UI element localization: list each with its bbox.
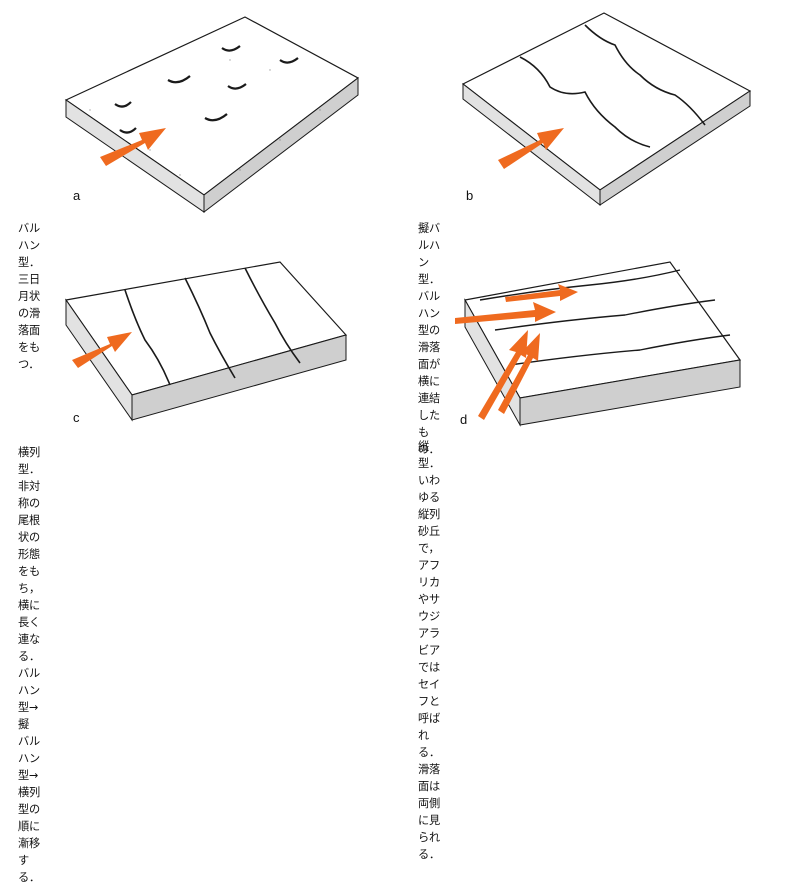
transverse-dune-diagram [64, 261, 348, 422]
panel-letter-c: c [73, 410, 80, 425]
caption-b: 擬バルハン型．バルハン型の滑落面が横に連結したもの． [418, 222, 440, 456]
panel-letter-a: a [73, 188, 81, 203]
caption-c: 横列型．非対称の尾根状の形態をもち，横に長く連なる．バルハン型→擬 バルハン型→… [18, 446, 40, 884]
pseudo-barchan-diagram [461, 12, 752, 207]
caption-a: バルハン型．三日月状の滑落面をもつ． [18, 222, 40, 371]
panel-letter-d: d [460, 412, 468, 427]
caption-d: 縦型．いわゆる縦列砂丘で，アフリカやサウジアラビアではセイフと呼ば れる．滑落面… [418, 440, 440, 861]
panel-letter-b: b [466, 188, 474, 203]
longitudinal-dune-diagram [455, 261, 742, 427]
barchan-dune-diagram [64, 16, 360, 214]
